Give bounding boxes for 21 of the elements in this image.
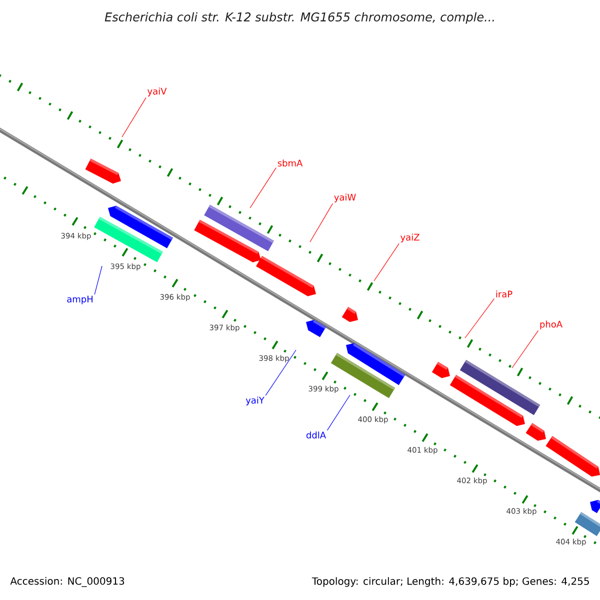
title: Escherichia coli str. K-12 substr. MG1655 chromosome, comple... [104, 12, 494, 24]
gene-label: yaiZ [400, 234, 420, 242]
gene-label: phoA [540, 320, 562, 330]
gene-label: yaiW [334, 194, 356, 202]
leader-line [250, 167, 276, 208]
leader-line [512, 330, 539, 368]
leader-line [310, 203, 333, 242]
genome-info: Topology: circular; Length: 4,639,675 bp; Genes: 4,255 [312, 577, 589, 587]
accession-text: Accession: NC_000913 [10, 577, 124, 587]
gene-label: iraP [496, 290, 512, 298]
gene-label: ddlA [306, 432, 326, 438]
gene-label: ampH [67, 296, 92, 304]
leader-line [122, 97, 146, 138]
leader-line [464, 298, 495, 338]
leader-line [94, 266, 102, 295]
gene-label: yaiV [148, 88, 167, 96]
gene-label: yaiY [246, 396, 264, 406]
leader-line [374, 243, 400, 282]
gene-label: sbmA [278, 160, 303, 166]
leader-line [326, 394, 350, 431]
leader-line [265, 350, 296, 396]
